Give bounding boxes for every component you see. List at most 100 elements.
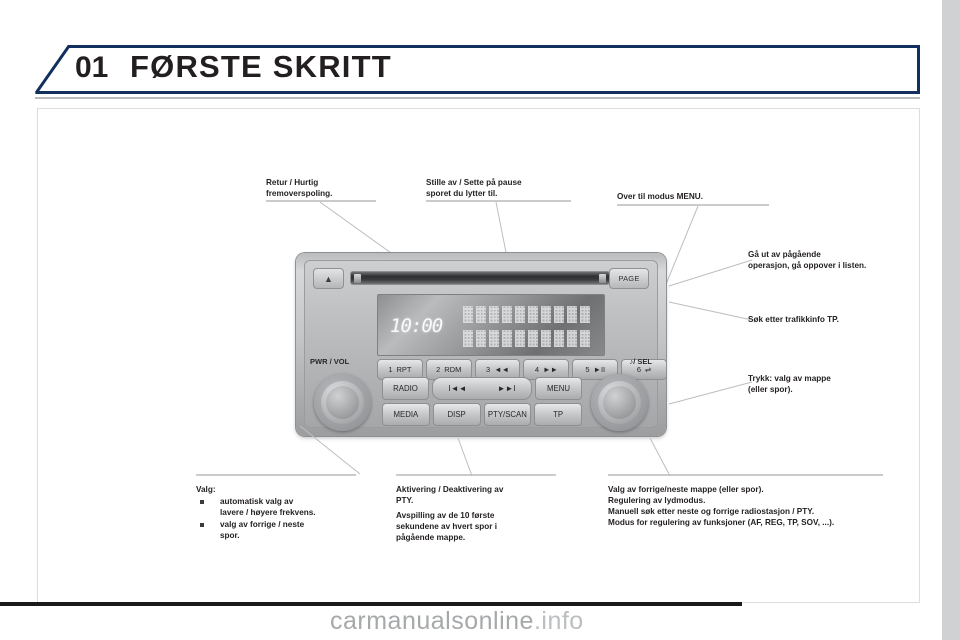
- callout-rule: [617, 204, 769, 206]
- matrix-row: [463, 330, 590, 347]
- preset-number: 5: [585, 365, 590, 374]
- leader-line-select: [299, 425, 361, 475]
- radio-top-bar: ▲ PAGE: [313, 268, 649, 289]
- text-line: Valg av forrige/neste mappe (eller spor)…: [608, 485, 764, 494]
- power-volume-knob-label: PWR / VOL: [310, 357, 350, 366]
- preset-button-6[interactable]: 6⇌: [621, 359, 667, 380]
- matrix-cell: [502, 330, 512, 347]
- tp-button[interactable]: TP: [534, 403, 582, 426]
- sel-knob[interactable]: [591, 374, 648, 431]
- display-clock: 10:00: [390, 315, 443, 337]
- matrix-cell: [489, 306, 499, 323]
- list-item: automatisk valg av lavere / høyere frekv…: [196, 496, 371, 518]
- leader-line-folder: [668, 381, 753, 405]
- text-line: Regulering av lydmodus.: [608, 496, 706, 505]
- callout-line: operasjon, gå oppover i listen.: [748, 260, 867, 270]
- matrix-cell: [463, 306, 473, 323]
- preset-label: RDM: [444, 365, 462, 374]
- matrix-cell: [528, 330, 538, 347]
- text-line: sekundene av hvert spor i: [396, 522, 498, 531]
- eject-button[interactable]: ▲: [313, 268, 344, 289]
- menu-button[interactable]: MENU: [535, 377, 582, 400]
- callout-line: fremoverspoling.: [266, 188, 333, 198]
- callout-folder-select: Trykk: valg av mappe (eller spor).: [748, 374, 933, 395]
- radio-source-button[interactable]: RADIO: [382, 377, 429, 400]
- seek-button-pair[interactable]: I◄◄ ►►I: [432, 377, 532, 400]
- text-line: Modus for regulering av funksjoner (AF, …: [608, 518, 835, 527]
- media-button[interactable]: MEDIA: [382, 403, 430, 426]
- callout-line: Retur / Hurtig: [266, 178, 319, 187]
- bullet-icon: [200, 500, 204, 504]
- preset-number: 1: [388, 365, 393, 374]
- matrix-cell: [515, 330, 525, 347]
- preset-button-4[interactable]: 4►►: [523, 359, 570, 380]
- preset-number: 2: [436, 365, 441, 374]
- page-button[interactable]: PAGE: [609, 268, 649, 289]
- matrix-cell: [567, 330, 577, 347]
- preset-label: RPT: [396, 365, 412, 374]
- bullet-text: valg av forrige / neste spor.: [220, 519, 371, 541]
- radio-button-row-2: MEDIA DISP PTY/SCAN TP: [382, 403, 582, 426]
- radio-button-row-1: RADIO I◄◄ ►►I MENU: [382, 377, 582, 400]
- matrix-cell: [554, 306, 564, 323]
- swap-icon: ⇌: [644, 365, 652, 374]
- pty-scan-button[interactable]: PTY/SCAN: [483, 403, 532, 426]
- bullet-line: valg av forrige / neste: [220, 520, 305, 529]
- bullet-line: lavere / høyere frekvens.: [220, 508, 316, 517]
- matrix-cell: [580, 306, 590, 323]
- leader-line-tp: [668, 301, 753, 321]
- text-line: PTY.: [396, 496, 414, 505]
- seek-next-icon[interactable]: ►►I: [497, 384, 516, 393]
- callout-rule: [608, 474, 883, 476]
- callout-rule: [396, 474, 556, 476]
- callout-line: (eller spor).: [748, 384, 793, 394]
- callout-rule: [266, 200, 376, 202]
- preset-number: 4: [534, 365, 540, 374]
- chapter-header: 01 FØRSTE SKRITT: [35, 45, 920, 100]
- callout-rule: [196, 474, 356, 476]
- bullet-line: spor.: [220, 531, 240, 540]
- cd-slot: [350, 271, 610, 285]
- page-title: FØRSTE SKRITT: [130, 49, 392, 84]
- watermark-rule: [0, 602, 742, 606]
- bullet-text: automatisk valg av lavere / høyere frekv…: [220, 496, 371, 518]
- matrix-cell: [567, 306, 577, 323]
- power-volume-knob[interactable]: [314, 374, 371, 431]
- callout-line: Søk etter trafikkinfo TP.: [748, 315, 839, 324]
- preset-button-3[interactable]: 3◄◄: [474, 359, 521, 380]
- seek-prev-icon[interactable]: I◄◄: [448, 384, 467, 393]
- leader-line-exit: [668, 259, 753, 287]
- callout-line: Stille av / Sette på pause: [426, 178, 522, 187]
- callout-exit-operation: Gå ut av pågående operasjon, gå oppover …: [748, 250, 933, 271]
- leader-line-pty: [457, 437, 473, 477]
- header-band-shape: [35, 45, 920, 94]
- disp-button[interactable]: DISP: [432, 403, 481, 426]
- callout-mute-pause: Stille av / Sette på pause sporet du lyt…: [426, 178, 586, 199]
- callout-rewind-fastforward: Retur / Hurtig fremoverspoling.: [266, 178, 386, 199]
- rewind-icon: ◄◄: [494, 365, 510, 374]
- list-item: valg av forrige / neste spor.: [196, 519, 371, 541]
- callout-line: Gå ut av pågående: [748, 250, 821, 259]
- matrix-cell: [463, 330, 473, 347]
- text-line: Avspilling av de 10 første: [396, 511, 495, 520]
- leader-line-sel: [649, 437, 671, 477]
- matrix-cell: [502, 306, 512, 323]
- callout-menu-mode: Over til modus MENU.: [617, 192, 777, 203]
- callout-line: sporet du lytter til.: [426, 188, 498, 198]
- matrix-cell: [515, 306, 525, 323]
- matrix-cell: [476, 306, 486, 323]
- callout-line: Over til modus MENU.: [617, 192, 703, 201]
- bullet-icon: [200, 523, 204, 527]
- matrix-row: [463, 306, 590, 323]
- matrix-cell: [476, 330, 486, 347]
- matrix-cell: [554, 330, 564, 347]
- preset-button-5[interactable]: 5►II: [572, 359, 619, 380]
- chapter-number: 01: [75, 51, 109, 84]
- watermark: carmanualsonline.info: [330, 607, 584, 636]
- display-character-matrix: [463, 306, 590, 347]
- preset-number: 6: [636, 365, 641, 374]
- matrix-cell: [489, 330, 499, 347]
